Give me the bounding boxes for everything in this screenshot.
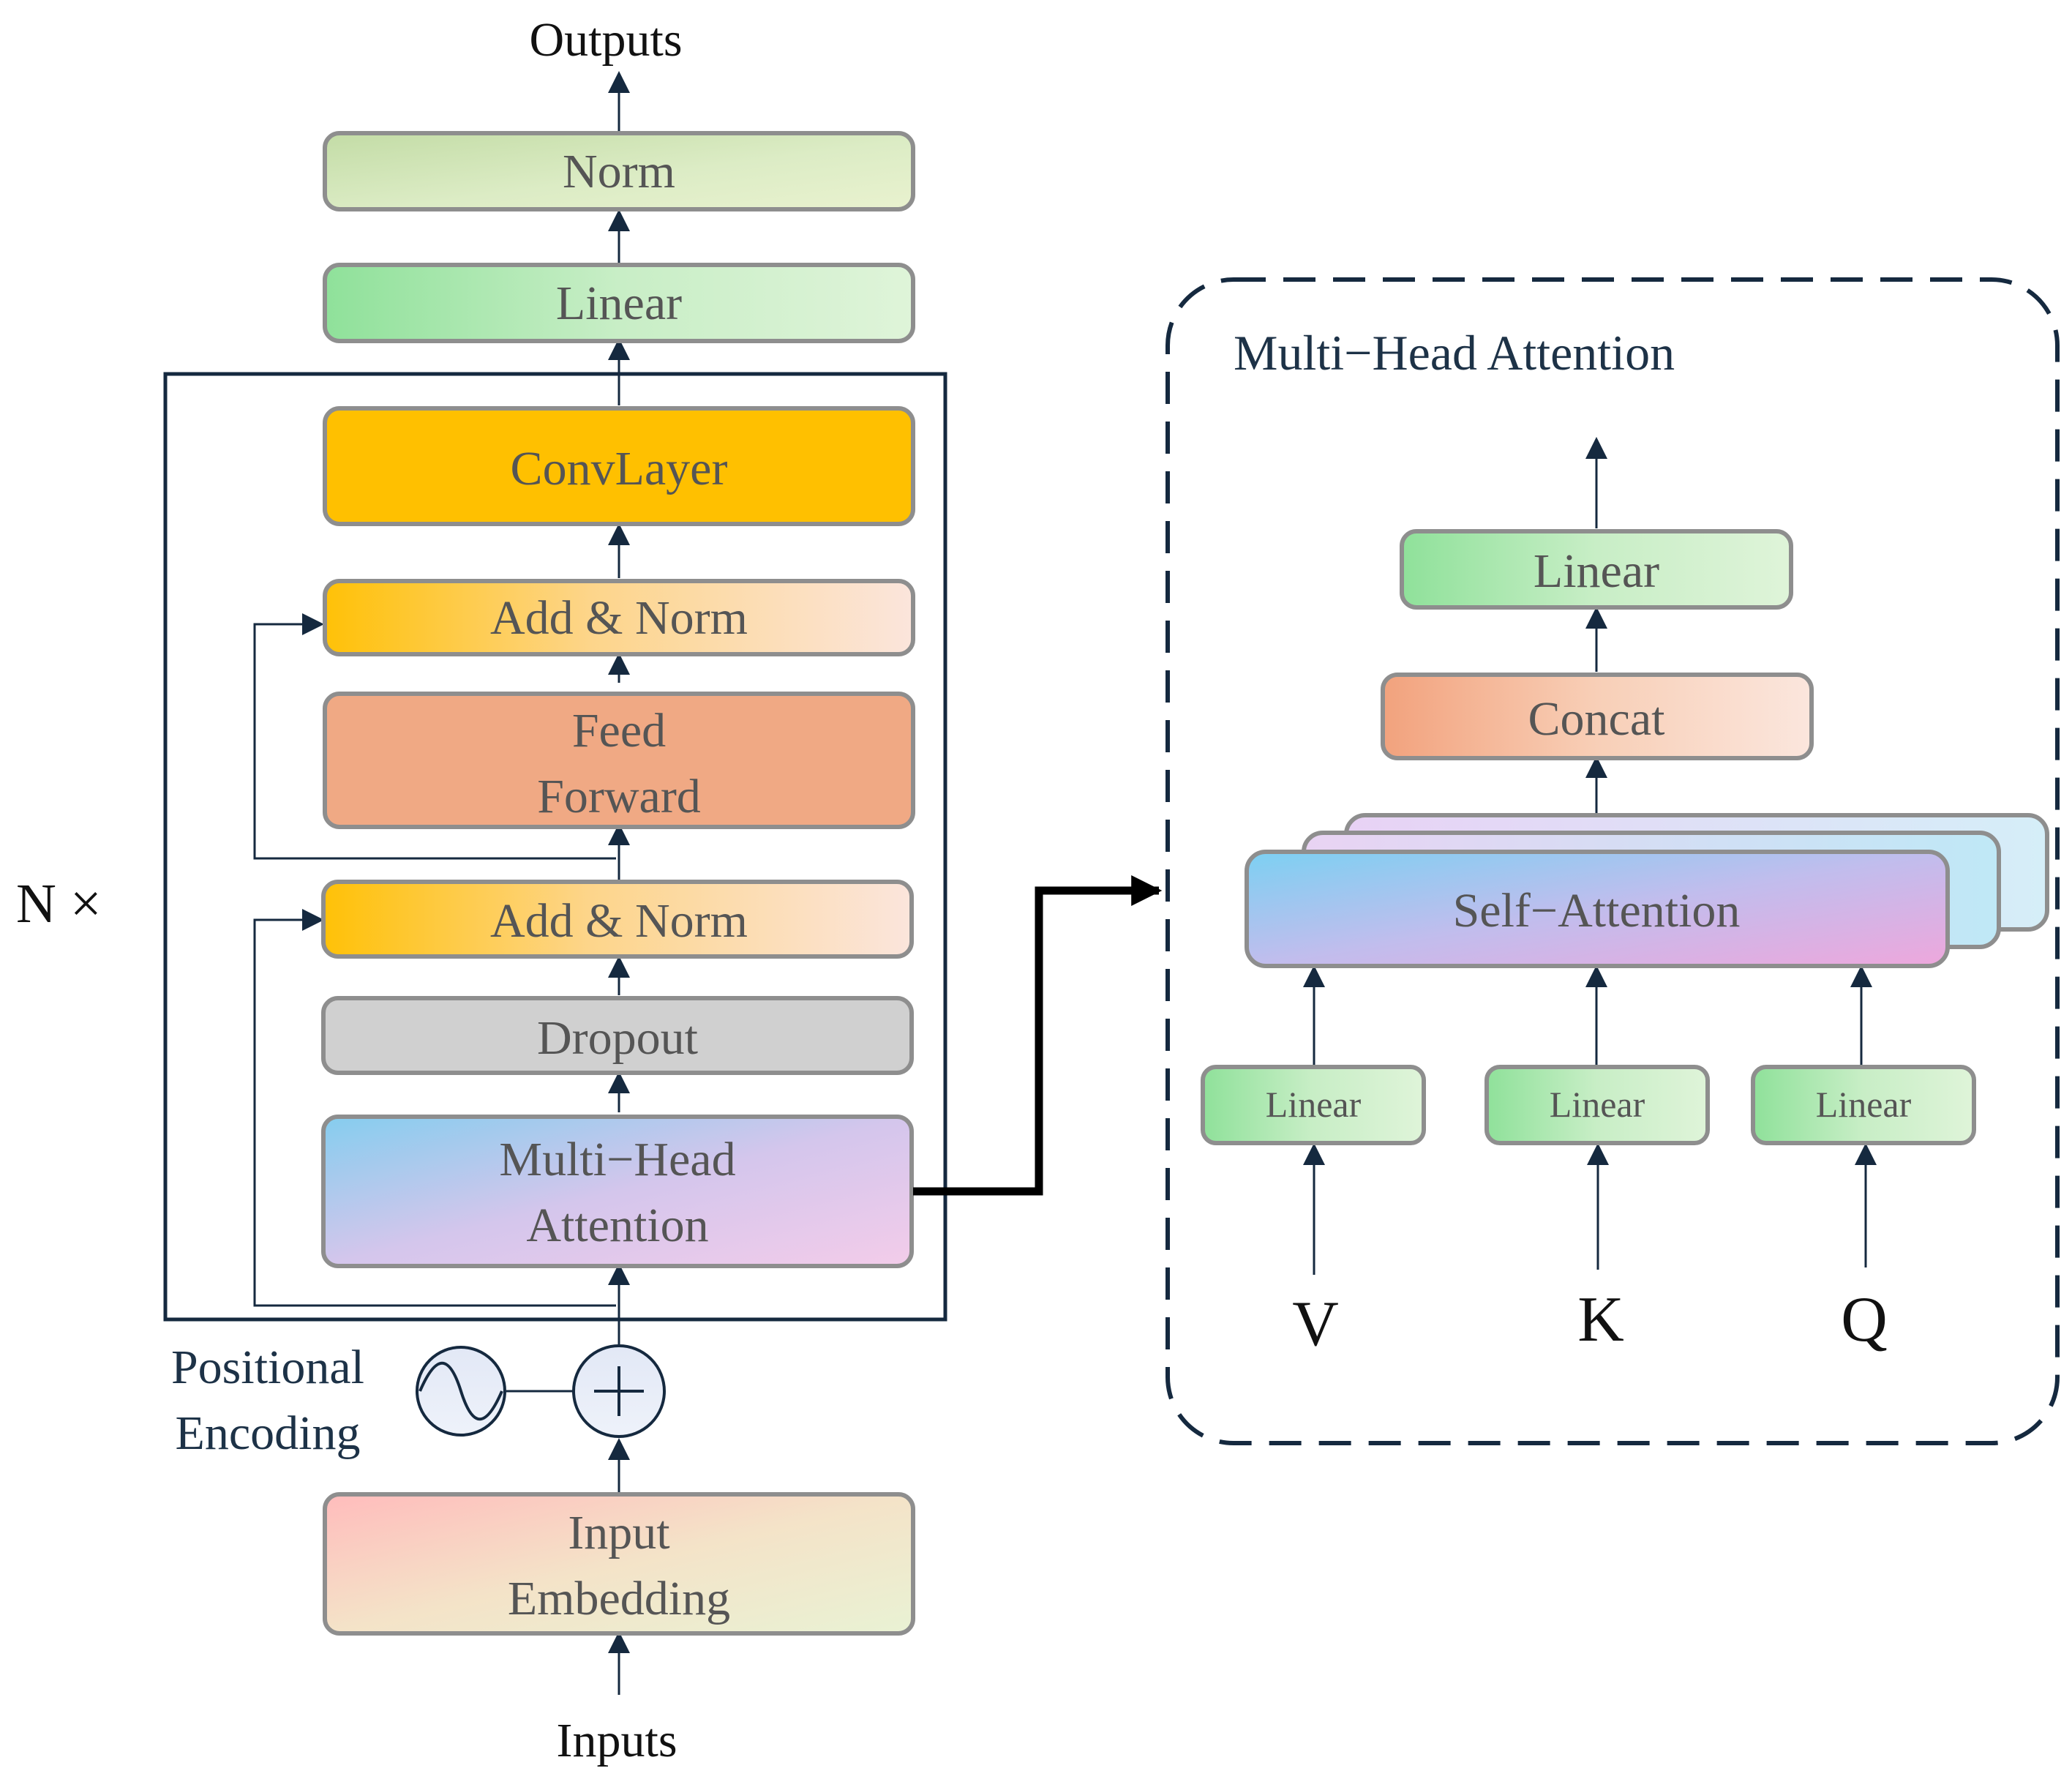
input-embedding-block: Input Embedding bbox=[323, 1492, 915, 1636]
detail-linear-label: Linear bbox=[1534, 544, 1659, 598]
detail-connectors bbox=[1303, 437, 1877, 1275]
concat-label: Concat bbox=[1528, 692, 1665, 746]
detail-linear-block: Linear bbox=[1400, 529, 1793, 610]
input-embedding-label-line2: Embedding bbox=[508, 1572, 730, 1625]
linear-v-block: Linear bbox=[1201, 1065, 1426, 1145]
positional-encoding-label-line2: Encoding bbox=[176, 1407, 361, 1460]
feed-forward-block: Feed Forward bbox=[323, 692, 915, 829]
inputs-label: Inputs bbox=[557, 1714, 677, 1767]
linear-q-block: Linear bbox=[1751, 1065, 1976, 1145]
q-label: Q bbox=[1841, 1284, 1888, 1355]
k-label: K bbox=[1577, 1284, 1624, 1355]
norm-block: Norm bbox=[323, 131, 915, 211]
v-label: V bbox=[1292, 1289, 1339, 1360]
convlayer-block: ConvLayer bbox=[323, 406, 915, 526]
add-norm-bottom-label: Add & Norm bbox=[490, 894, 748, 948]
dropout-block: Dropout bbox=[321, 996, 914, 1075]
self-attention-label: Self−Attention bbox=[1453, 884, 1741, 937]
input-embedding-label-line1: Input bbox=[568, 1506, 669, 1559]
mha-detail-connector bbox=[913, 875, 1163, 1196]
linear-k-block: Linear bbox=[1484, 1065, 1710, 1145]
linear-block: Linear bbox=[323, 263, 915, 343]
positional-encoding-label-line1: Positional bbox=[171, 1341, 364, 1394]
concat-block: Concat bbox=[1381, 673, 1814, 760]
mha-label-line2: Attention bbox=[526, 1199, 708, 1252]
mha-label-line1: Multi−Head bbox=[499, 1133, 735, 1186]
encoder-connectors bbox=[253, 71, 630, 1695]
outputs-label: Outputs bbox=[529, 13, 682, 67]
self-attention-head-front bbox=[1245, 850, 1950, 968]
encoder-layer-frame bbox=[163, 372, 947, 1322]
self-attention-stack: Self−Attention bbox=[1245, 813, 2049, 968]
dropout-label: Dropout bbox=[537, 1011, 698, 1065]
feed-forward-label-line1: Feed bbox=[572, 704, 666, 757]
add-icon bbox=[572, 1344, 666, 1438]
positional-encoding-icon bbox=[416, 1346, 506, 1437]
mha-detail-panel bbox=[1166, 277, 2060, 1445]
mha-block: Multi−Head Attention bbox=[321, 1115, 914, 1268]
norm-label: Norm bbox=[563, 145, 675, 198]
linear-v-label: Linear bbox=[1266, 1084, 1362, 1125]
repeat-label: N × bbox=[16, 873, 102, 935]
add-norm-block-top: Add & Norm bbox=[323, 579, 915, 656]
add-norm-block-bottom: Add & Norm bbox=[321, 880, 914, 959]
linear-k-label: Linear bbox=[1550, 1084, 1645, 1125]
convlayer-label: ConvLayer bbox=[511, 442, 728, 495]
mha-detail-title: Multi−Head Attention bbox=[1234, 325, 1675, 381]
add-norm-top-label: Add & Norm bbox=[490, 591, 748, 645]
feed-forward-label-line2: Forward bbox=[537, 770, 701, 823]
linear-label: Linear bbox=[556, 277, 682, 330]
linear-q-label: Linear bbox=[1816, 1084, 1912, 1125]
